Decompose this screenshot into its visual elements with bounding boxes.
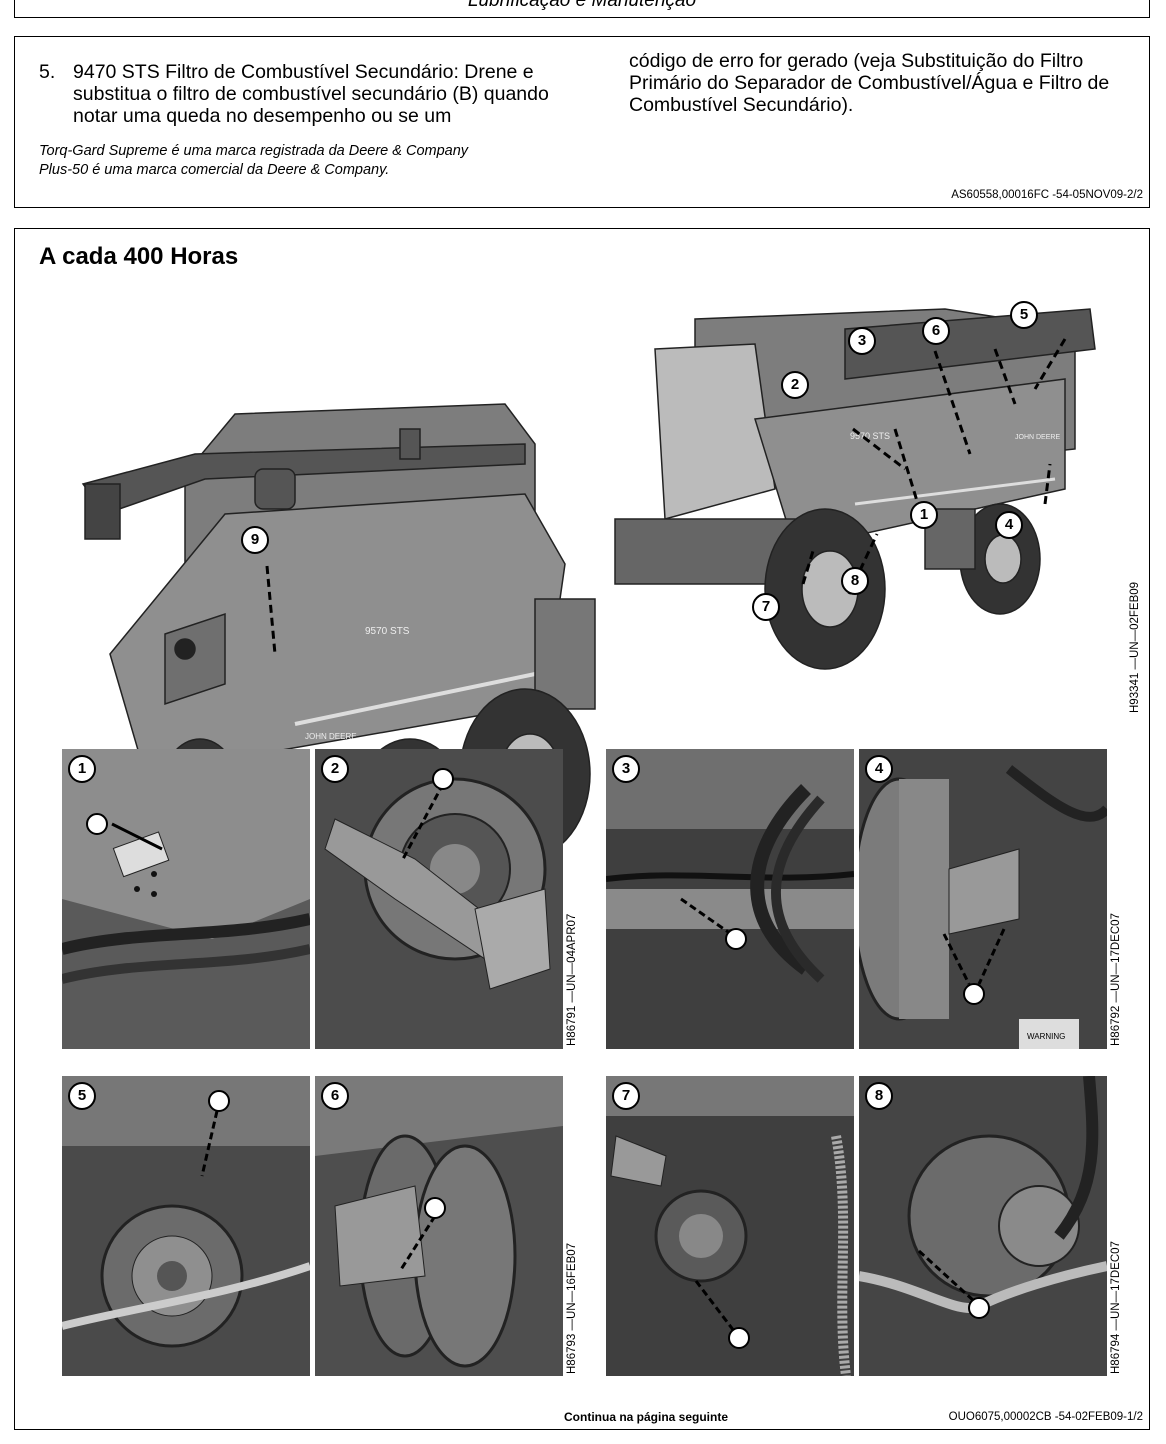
warning-label: WARNING: [1027, 1032, 1065, 1041]
photo-label-3: 3: [612, 755, 640, 783]
fig-id-1: H86791 —UN—04APR07: [566, 913, 578, 1046]
fig-id-2: H86792 —UN—17DEC07: [1110, 913, 1122, 1046]
item-right-text: código de erro for gerado (veja Substitu…: [629, 50, 1110, 116]
photo-4: WARNING 4: [859, 749, 1107, 1049]
callout-6: 6: [922, 317, 950, 345]
section2-ref-code: OUO6075,00002CB -54-02FEB09-1/2: [948, 1411, 1143, 1423]
section-400-hours: A cada 400 Horas 9570 ST: [14, 228, 1150, 1430]
callout-7: 7: [752, 593, 780, 621]
front-model-text: 9570 STS: [850, 431, 890, 441]
continue-text: Continua na página seguinte: [564, 1410, 729, 1424]
photo-3: 3: [606, 749, 854, 1049]
photo-label-8: 8: [865, 1082, 893, 1110]
photo-label-1: 1: [68, 755, 96, 783]
photo-5: 5: [62, 1076, 310, 1376]
callout-3: 3: [848, 327, 876, 355]
photo-2: 2: [315, 749, 563, 1049]
item-left-text: 9470 STS Filtro de Combustível Secundári…: [73, 61, 549, 127]
callout-5: 5: [1010, 301, 1038, 329]
photo-8: 8: [859, 1076, 1107, 1376]
photo-1: 1: [62, 749, 310, 1049]
fig-id-3: H86793 —UN—16FEB07: [566, 1242, 578, 1374]
front-brand-text: JOHN DEERE: [1015, 434, 1060, 441]
photo-label-6: 6: [321, 1082, 349, 1110]
combine-brand-text: JOHN DEERE: [305, 732, 357, 741]
header-box: Lubrificação e Manutenção: [14, 0, 1150, 18]
photo-label-5: 5: [68, 1082, 96, 1110]
photo-6: 6: [315, 1076, 563, 1376]
fig-id-4: H86794 —UN—17DEC07: [1110, 1241, 1122, 1374]
trademark-line-2: Plus-50 é uma marca comercial da Deere &…: [39, 162, 390, 178]
main-figure-id: H93341 —UN—02FEB09: [1129, 581, 1141, 713]
header-title: Lubrificação e Manutenção: [467, 0, 697, 11]
item-number: 5.: [39, 61, 56, 83]
photo-label-4: 4: [865, 755, 893, 783]
callout-4: 4: [995, 511, 1023, 539]
trademark-line-1: Torq-Gard Supreme é uma marca registrada…: [39, 143, 469, 159]
photo-7: 7: [606, 1076, 854, 1376]
combine-model-text: 9570 STS: [365, 626, 410, 637]
section-heading: A cada 400 Horas: [39, 243, 239, 270]
combine-front-illustration: 9570 STS JOHN DEERE 1 2 3 4 5 6 7 8: [595, 289, 1125, 829]
section-fuel-filter: 5. 9470 STS Filtro de Combustível Secund…: [14, 36, 1150, 208]
callout-1: 1: [910, 501, 938, 529]
callout-8: 8: [841, 567, 869, 595]
photo-label-2: 2: [321, 755, 349, 783]
callout-9-rear: 9: [241, 526, 269, 554]
callout-2: 2: [781, 371, 809, 399]
section1-ref-code: AS60558,00016FC -54-05NOV09-2/2: [951, 189, 1143, 201]
photo-label-7: 7: [612, 1082, 640, 1110]
